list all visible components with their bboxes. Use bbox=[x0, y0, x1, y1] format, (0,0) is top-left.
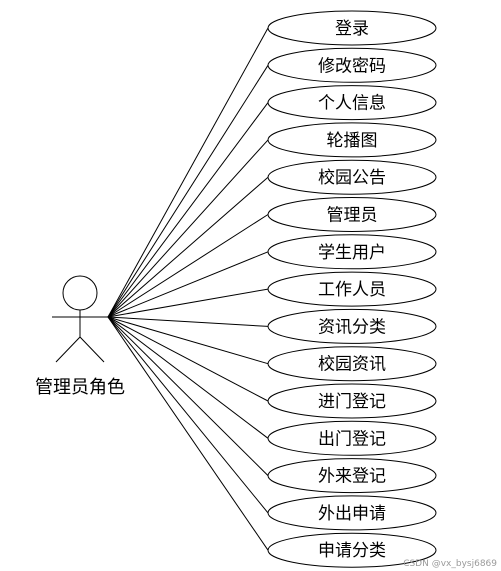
use-case: 出门登记 bbox=[267, 420, 437, 456]
use-case-label: 资讯分类 bbox=[318, 317, 386, 337]
use-case-ellipse bbox=[267, 85, 437, 121]
use-case-ellipse bbox=[267, 458, 437, 494]
use-case: 个人信息 bbox=[267, 85, 437, 121]
association-line bbox=[107, 27, 269, 318]
association-line bbox=[107, 316, 269, 365]
use-case-label: 管理员 bbox=[327, 206, 378, 226]
association-line bbox=[107, 316, 269, 514]
use-case: 管理员 bbox=[267, 197, 437, 232]
association-line bbox=[107, 316, 269, 476]
association-lines bbox=[107, 27, 269, 551]
association-line bbox=[107, 102, 269, 318]
use-case: 校园公告 bbox=[267, 159, 437, 195]
use-case-ellipse bbox=[267, 159, 437, 195]
use-case: 工作人员 bbox=[267, 271, 437, 307]
association-line bbox=[107, 214, 269, 318]
use-case-label: 个人信息 bbox=[318, 94, 386, 114]
use-case-label: 进门登记 bbox=[318, 392, 386, 412]
use-case: 进门登记 bbox=[267, 383, 437, 419]
association-line bbox=[107, 288, 269, 318]
association-line bbox=[107, 316, 269, 402]
actor-head bbox=[62, 275, 98, 311]
use-case: 学生用户 bbox=[267, 234, 437, 270]
association-line bbox=[107, 176, 269, 318]
use-case: 登录 bbox=[267, 10, 437, 46]
use-case-label: 登录 bbox=[335, 19, 369, 39]
use-case-label: 工作人员 bbox=[318, 280, 386, 300]
use-case: 校园资讯 bbox=[267, 346, 437, 382]
actor-right-leg bbox=[79, 336, 105, 363]
watermark: CSDN @vx_bysj6869 bbox=[403, 559, 497, 569]
use-case: 轮播图 bbox=[267, 122, 437, 158]
association-line bbox=[107, 316, 269, 439]
use-case: 申请分类 bbox=[267, 532, 437, 568]
use-case-label: 申请分类 bbox=[318, 541, 386, 561]
use-case: 外出申请 bbox=[267, 495, 437, 531]
use-case: 修改密码 bbox=[267, 47, 437, 83]
use-case-ellipse bbox=[267, 10, 437, 46]
use-case-label: 外出申请 bbox=[318, 504, 386, 524]
association-line bbox=[107, 65, 269, 318]
use-case-ellipse bbox=[267, 346, 437, 382]
use-case-label: 出门登记 bbox=[318, 429, 386, 449]
use-case-ellipse bbox=[267, 271, 437, 307]
actor-stick-figure bbox=[52, 275, 108, 363]
use-case: 外来登记 bbox=[267, 458, 437, 494]
association-line bbox=[107, 139, 269, 318]
use-case-label: 外来登记 bbox=[318, 467, 386, 487]
use-case-ellipse bbox=[267, 495, 437, 531]
use-case-ellipse bbox=[267, 47, 437, 83]
use-case-ellipse bbox=[267, 383, 437, 419]
use-case-ellipse bbox=[267, 308, 437, 344]
association-line bbox=[107, 251, 269, 318]
use-case-ellipse bbox=[267, 197, 437, 232]
association-line bbox=[107, 316, 269, 327]
association-line bbox=[107, 316, 269, 551]
use-case-label: 修改密码 bbox=[318, 56, 386, 76]
use-case-ellipse bbox=[267, 234, 437, 270]
use-case-ellipse bbox=[267, 532, 437, 568]
use-case-ellipse bbox=[267, 122, 437, 158]
use-case: 资讯分类 bbox=[267, 308, 437, 344]
actor-label: 管理员角色 bbox=[35, 377, 125, 398]
use-case-label: 校园公告 bbox=[318, 168, 386, 188]
use-case-label: 校园资讯 bbox=[318, 355, 386, 375]
use-case-label: 轮播图 bbox=[327, 131, 378, 151]
use-case-list: 登录修改密码个人信息轮播图校园公告管理员学生用户工作人员资讯分类校园资讯进门登记… bbox=[267, 10, 437, 568]
actor-left-leg bbox=[55, 336, 81, 363]
use-case-label: 学生用户 bbox=[318, 243, 386, 263]
use-case-ellipse bbox=[267, 420, 437, 456]
